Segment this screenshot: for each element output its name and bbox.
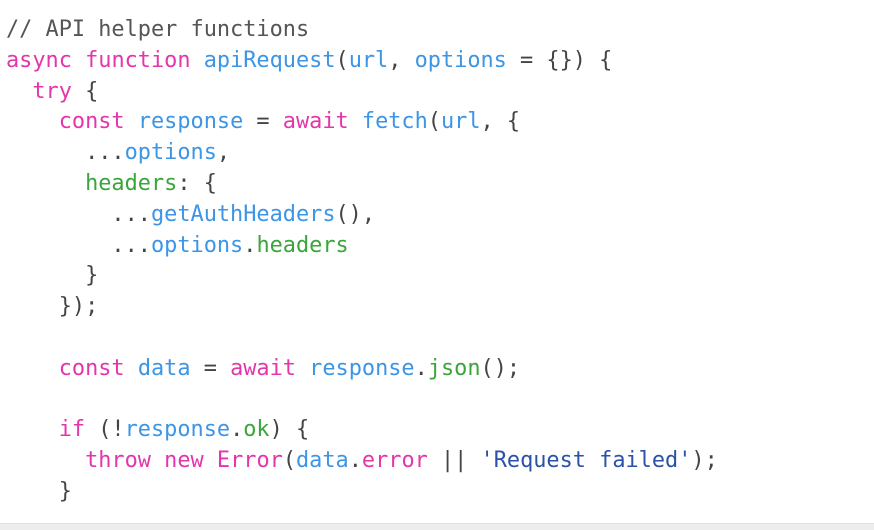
code-token-plain: . — [230, 417, 244, 443]
code-token-plain: || — [427, 448, 481, 474]
code-token-ident: url — [440, 109, 481, 135]
code-token-keyword: function — [85, 47, 191, 73]
code-token-plain — [72, 48, 85, 73]
code-token-plain — [296, 356, 309, 381]
code-line: const data = await response.json(); — [6, 354, 718, 385]
code-line — [6, 385, 718, 416]
code-token-plain: = — [243, 109, 283, 135]
code-token-keyword: const — [58, 109, 125, 135]
code-token-plain: , — [388, 47, 415, 73]
code-token-plain — [151, 448, 164, 473]
code-token-ident: url — [348, 47, 389, 73]
code-token-comment: // API helper functions — [6, 17, 310, 42]
code-token-plain — [6, 79, 32, 104]
code-token-plain: (! — [85, 417, 125, 443]
code-token-ident: options — [414, 47, 507, 73]
code-token-plain: ); — [691, 448, 718, 474]
code-line: ...options, — [6, 138, 718, 169]
code-token-ident: data — [137, 355, 191, 381]
code-token-plain: ( — [282, 448, 296, 474]
code-token-plain: ( — [335, 47, 349, 73]
code-token-keyword: await — [282, 109, 349, 135]
code-line: if (!response.ok) { — [6, 415, 718, 446]
code-line: // API helper functions — [6, 15, 718, 46]
code-token-ident: response — [124, 417, 231, 443]
code-token-ident: data — [296, 448, 349, 474]
code-token-plain — [349, 109, 362, 134]
code-token-plain: (), — [335, 201, 376, 227]
code-token-keyword: error — [361, 448, 428, 474]
code-token-plain: ... — [6, 201, 151, 227]
code-token-plain: ... — [6, 140, 125, 166]
code-token-plain: } — [6, 263, 99, 289]
code-token-ident: apiRequest — [203, 47, 336, 73]
code-editor[interactable]: // API helper functions async function ap… — [6, 15, 718, 508]
code-token-string: 'Request failed' — [480, 448, 692, 474]
code-token-plain: ( — [427, 109, 441, 135]
code-token-prop: headers — [256, 232, 349, 258]
code-token-plain — [6, 109, 59, 134]
code-token-plain — [6, 448, 85, 473]
code-token-keyword: async — [6, 47, 72, 73]
code-token-plain: . — [348, 448, 362, 474]
code-token-plain: { — [71, 78, 99, 104]
code-line — [6, 323, 718, 354]
code-token-plain: } — [6, 478, 72, 504]
code-token-ident: fetch — [361, 109, 428, 135]
code-line: } — [6, 477, 718, 508]
code-token-prop: json — [427, 355, 481, 381]
code-token-plain: ... — [6, 232, 151, 258]
code-token-keyword: if — [58, 417, 86, 443]
code-line: async function apiRequest(url, options =… — [6, 46, 718, 77]
code-token-plain: , { — [480, 109, 521, 135]
code-token-keyword: const — [58, 355, 125, 381]
code-token-plain: . — [243, 232, 257, 258]
code-token-ident: options — [150, 232, 244, 258]
code-line: const response = await fetch(url, { — [6, 107, 718, 138]
code-token-plain: ) { — [269, 417, 310, 443]
code-line: headers: { — [6, 169, 718, 200]
code-token-plain: = — [190, 355, 231, 381]
code-token-keyword: try — [32, 78, 72, 104]
code-token-plain: . — [414, 355, 428, 381]
code-token-plain: }); — [6, 294, 99, 320]
code-token-plain — [125, 109, 138, 134]
code-token-ident: response — [309, 355, 415, 381]
code-line: try { — [6, 77, 718, 108]
code-token-keyword: Error — [216, 448, 283, 474]
code-token-plain: = {}) { — [506, 47, 613, 73]
code-token-prop: headers — [85, 170, 178, 196]
code-token-plain: , — [216, 140, 231, 166]
code-token-keyword: await — [230, 355, 296, 381]
code-token-plain — [6, 356, 59, 381]
code-token-plain — [204, 448, 217, 473]
code-token-keyword: new — [164, 448, 204, 474]
code-token-ident: getAuthHeaders — [150, 201, 336, 227]
code-line: ...options.headers — [6, 231, 718, 262]
code-line: }); — [6, 292, 718, 323]
code-token-plain — [6, 171, 85, 196]
code-token-prop: ok — [243, 417, 270, 443]
code-line: throw new Error(data.error || 'Request f… — [6, 446, 718, 477]
code-token-ident: response — [137, 109, 244, 135]
code-token-plain — [191, 48, 204, 73]
code-token-plain — [6, 417, 59, 442]
code-line: ...getAuthHeaders(), — [6, 200, 718, 231]
horizontal-scrollbar[interactable] — [0, 523, 874, 530]
code-line: } — [6, 261, 718, 292]
code-token-plain: (); — [480, 355, 521, 381]
code-token-plain: : { — [177, 170, 217, 196]
code-token-ident: options — [124, 140, 217, 166]
code-token-keyword: throw — [85, 448, 151, 474]
code-token-plain — [125, 356, 138, 381]
